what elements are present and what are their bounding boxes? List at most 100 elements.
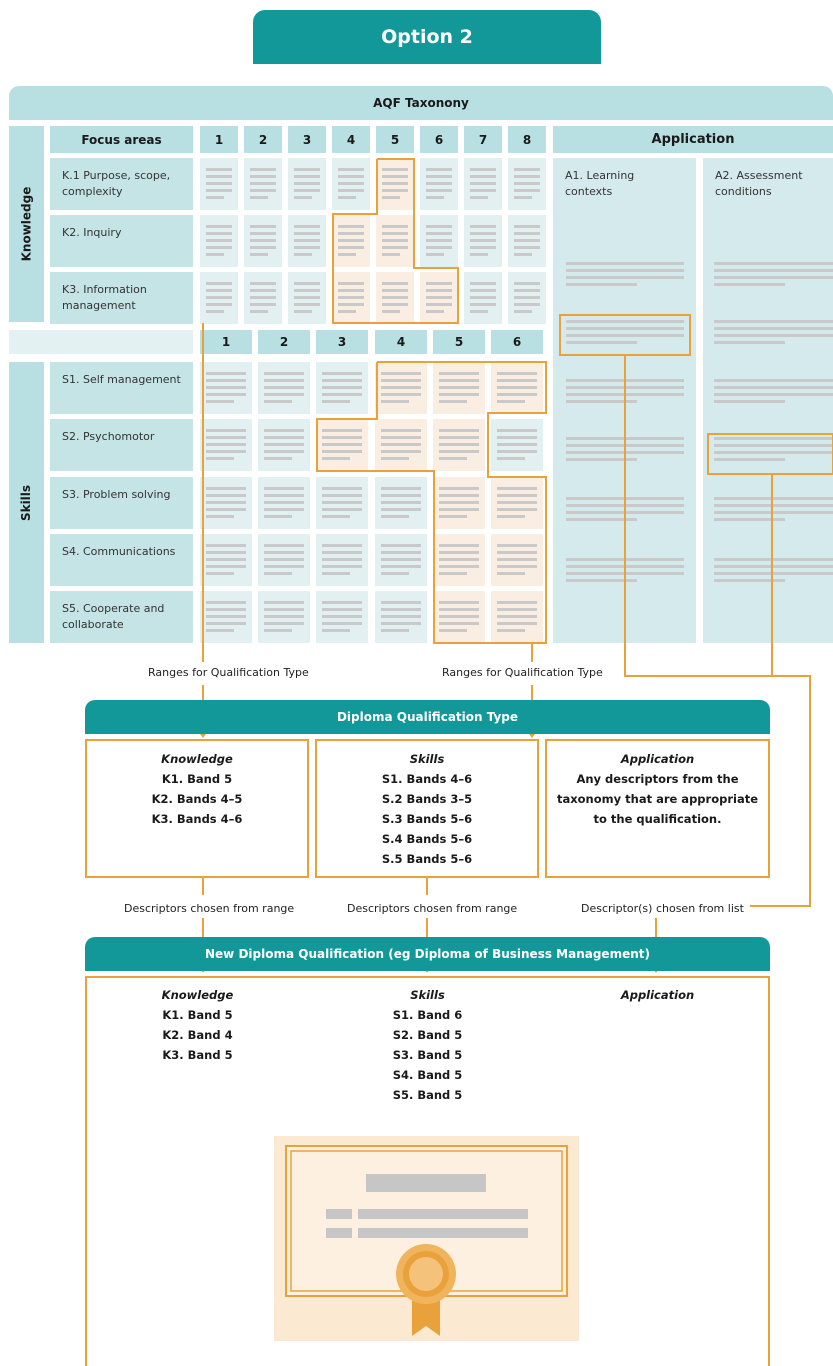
placeholder-line [714,579,785,582]
k-band-header-8: 8 [508,126,546,153]
placeholder-line [264,400,292,403]
knowledge-band-cell [420,215,458,267]
placeholder-line [714,518,785,521]
placeholder-line [381,515,409,518]
placeholder-line [382,168,408,171]
skills-band-cell [200,477,252,529]
placeholder-line [566,511,684,514]
nd-skills-heading: Skills [410,988,445,1002]
placeholder-line [206,515,234,518]
nd-knowledge-block: Knowledge K1. Band 5 K2. Band 4 K3. Band… [120,985,275,1065]
placeholder-line [566,327,684,330]
placeholder-line [250,289,276,292]
placeholder-line [514,253,532,256]
placeholder-line [206,239,232,242]
placeholder-line [264,393,304,396]
placeholder-line [497,601,537,604]
s-band-header-4: 4 [375,330,427,354]
placeholder-line [381,608,421,611]
placeholder-line [439,494,479,497]
placeholder-line [426,303,452,306]
placeholder-line [338,296,364,299]
placeholder-line [439,558,479,561]
placeholder-line [294,246,320,249]
skills-band-cell [433,362,485,414]
focus-k1: K.1 Purpose, scope, complexity [50,158,193,210]
placeholder-line [382,225,408,228]
nd-skills-line: S2. Band 5 [392,1028,463,1042]
placeholder-line [439,508,479,511]
placeholder-line [322,501,362,504]
dt-knowledge-heading: Knowledge [161,752,233,766]
placeholder-line [497,508,537,511]
placeholder-line [381,501,421,504]
placeholder-line [439,501,479,504]
placeholder-line [381,450,421,453]
placeholder-line [566,504,684,507]
placeholder-line [264,608,304,611]
placeholder-line [322,565,362,568]
placeholder-line [294,282,320,285]
knowledge-band-cell [288,272,326,324]
placeholder-line [497,572,525,575]
dt-knowledge-line: K3. Bands 4–6 [151,812,243,826]
placeholder-line [250,168,276,171]
placeholder-line [426,246,452,249]
skills-band-cell [258,591,310,643]
placeholder-line [338,175,364,178]
placeholder-line [426,168,452,171]
placeholder-line [714,504,833,507]
placeholder-line [470,182,496,185]
nd-knowledge-line: K3. Band 5 [162,1048,233,1062]
placeholder-line [382,182,408,185]
placeholder-line [497,629,525,632]
placeholder-line [566,320,684,323]
knowledge-band-cell [508,158,546,210]
placeholder-line [338,289,364,292]
placeholder-line [322,372,362,375]
placeholder-line [250,239,276,242]
nd-skills-line: S5. Band 5 [392,1088,463,1102]
placeholder-line [514,246,540,249]
placeholder-line [294,232,320,235]
placeholder-line [714,320,833,323]
placeholder-line [206,551,246,554]
placeholder-line [250,189,276,192]
placeholder-line [294,168,320,171]
placeholder-line [714,341,785,344]
placeholder-line [264,551,304,554]
k-band-header-7: 7 [464,126,502,153]
placeholder-line [206,615,246,618]
knowledge-band-cell [508,272,546,324]
placeholder-line [206,544,246,547]
caption-range-left: Ranges for Qualification Type [148,666,309,679]
skills-band-cell [491,362,543,414]
placeholder-line [566,565,684,568]
placeholder-line [381,443,421,446]
placeholder-line [714,511,833,514]
placeholder-line [566,341,637,344]
skills-band-cell [316,419,368,471]
certificate-illustration [274,1136,579,1341]
placeholder-line [470,225,496,228]
placeholder-line [439,551,479,554]
focus-s5: S5. Cooperate and collaborate [50,591,193,643]
skills-band-cell [200,591,252,643]
placeholder-line [322,608,362,611]
skills-band-cell [433,477,485,529]
dt-skills-line: S1. Bands 4–6 [381,772,473,786]
nd-knowledge-line: K2. Band 4 [162,1028,233,1042]
placeholder-line [566,458,637,461]
placeholder-line [439,393,479,396]
placeholder-line [206,443,246,446]
placeholder-line [497,501,537,504]
placeholder-line [566,572,684,575]
skills-band-cell [258,534,310,586]
dt-skills-line: S.2 Bands 3–5 [381,792,473,806]
placeholder-line [426,189,452,192]
knowledge-band-cell [420,158,458,210]
focus-s2: S2. Psychomotor [50,419,193,471]
placeholder-line [322,544,362,547]
placeholder-line [497,622,537,625]
placeholder-line [322,386,362,389]
